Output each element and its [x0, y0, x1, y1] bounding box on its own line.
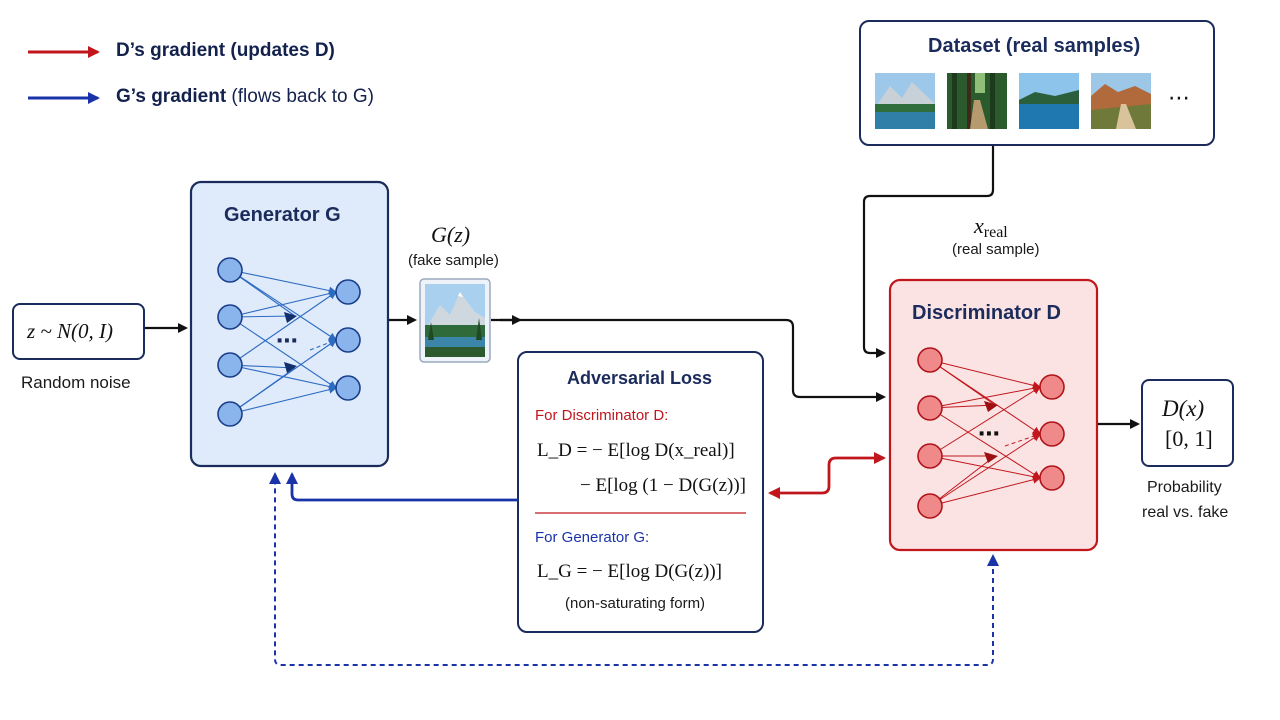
- legend-d-gradient-rest: (updates D): [225, 40, 335, 61]
- generator-nodes: [217, 257, 361, 427]
- loss-g-equation: L_G = − E[log D(G(z))]: [537, 561, 722, 582]
- generator-mid-arrow-2: [284, 362, 297, 373]
- discriminator-mid-arrow-1: [984, 401, 998, 412]
- noise-caption: Random noise: [21, 373, 131, 392]
- d-input-node-4: [917, 493, 943, 519]
- g-output-node-3: [335, 375, 361, 401]
- generator-mid-arrow-1: [284, 312, 297, 323]
- adversarial-loss-box: [517, 351, 764, 633]
- output-box: [1141, 379, 1234, 467]
- loss-g-note: (non-saturating form): [565, 595, 706, 612]
- generator-title: Generator G: [224, 204, 341, 226]
- generator-network-edges: [229, 269, 337, 415]
- g-output-node-1: [335, 279, 361, 305]
- g-input-node-3: [217, 352, 243, 378]
- loss-g-header: For Generator G:: [535, 529, 650, 546]
- real-sample-caption: (real sample): [952, 241, 1040, 258]
- fake-sample-formula: G(z): [431, 222, 471, 247]
- output-caption-line1: Probability: [1147, 479, 1222, 496]
- loss-title: Adversarial Loss: [567, 368, 713, 388]
- legend-g-gradient-rest: (flows back to G): [226, 86, 374, 107]
- d-input-node-3: [917, 443, 943, 469]
- loss-d-equation-line1: L_D = − E[log D(x_real)]: [537, 440, 735, 461]
- generator-ellipsis: ⋯: [276, 328, 298, 353]
- noise-box: [12, 303, 145, 360]
- discriminator-network-edges: [929, 359, 1041, 507]
- output-range: [0, 1]: [1165, 426, 1213, 451]
- g-input-node-1: [217, 257, 243, 283]
- g-input-node-2: [217, 304, 243, 330]
- g-output-node-2: [335, 327, 361, 353]
- real-sample-subscript: real: [983, 224, 1008, 241]
- legend-d-gradient-label: D’s gradient (updates D): [116, 40, 335, 61]
- discriminator-ellipsis: ⋯: [978, 421, 1000, 446]
- loss-d-header: For Discriminator D:: [535, 407, 669, 424]
- discriminator-title: Discriminator D: [912, 302, 1061, 324]
- d-input-node-2: [917, 395, 943, 421]
- g-gradient-dashed-arrow: [269, 472, 994, 666]
- discriminator-mid-arrow-2: [984, 452, 998, 463]
- dataset-thumb-mountain-lake: [875, 73, 935, 129]
- d-gradient-arrow: [768, 452, 886, 499]
- dataset-title: Dataset (real samples): [928, 35, 1141, 57]
- real-sample-formula: xreal: [974, 213, 1008, 241]
- d-output-node-2: [1039, 421, 1065, 447]
- fake-to-discriminator-line: [491, 318, 886, 402]
- noise-formula: z ~ N(0, I): [27, 319, 114, 343]
- dataset-thumb-lake: [1019, 73, 1079, 129]
- loss-d-equation-line2: − E[log (1 − D(G(z))]: [580, 475, 746, 496]
- output-formula: D(x): [1162, 396, 1205, 421]
- discriminator-nodes: [917, 347, 1065, 519]
- d-output-node-1: [1039, 374, 1065, 400]
- dataset-to-discriminator-line: [862, 146, 995, 358]
- dataset-thumb-canyon-path: [1091, 73, 1151, 129]
- dataset-thumb-forest-path: [947, 73, 1007, 129]
- g-gradient-solid-arrow: [286, 472, 518, 502]
- g-input-node-4: [217, 401, 243, 427]
- fake-sample-image: [419, 278, 491, 363]
- legend-g-gradient-label: G’s gradient (flows back to G): [116, 86, 374, 107]
- d-input-node-1: [917, 347, 943, 373]
- d-output-node-3: [1039, 465, 1065, 491]
- output-caption-line2: real vs. fake: [1142, 504, 1229, 521]
- fake-sample-caption: (fake sample): [408, 252, 499, 269]
- dataset-ellipsis: ⋯: [1168, 85, 1190, 110]
